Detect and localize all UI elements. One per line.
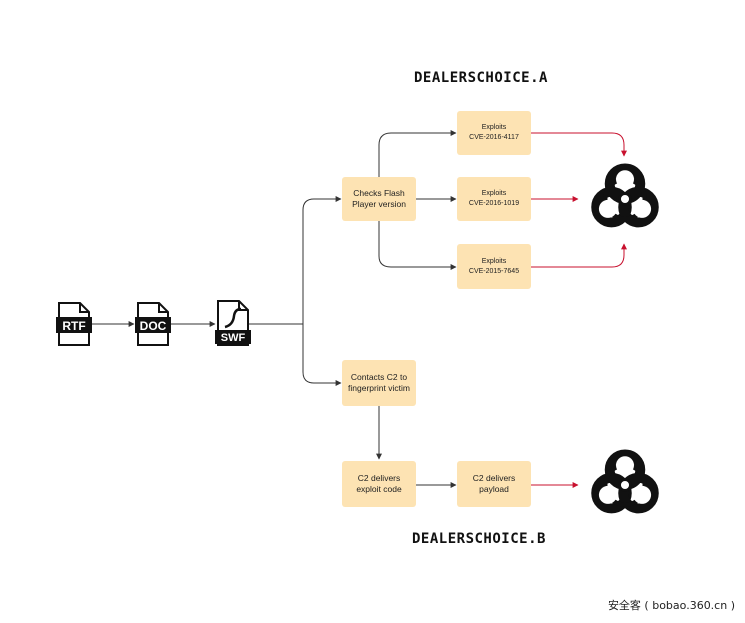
checks-flash-box: Checks Flash Player version — [342, 177, 416, 221]
rtf-label: RTF — [62, 319, 85, 333]
rtf-file-icon: RTF — [56, 302, 92, 351]
watermark-text: 安全客 ( bobao.360.cn ) — [607, 599, 735, 612]
c2-exploit-box: C2 delivers exploit code — [342, 461, 416, 507]
arrow-exploit-1-biohazard — [531, 132, 627, 157]
swf-file-icon: SWF — [215, 300, 251, 351]
doc-label: DOC — [140, 319, 167, 333]
title-variant-a: DEALERSCHOICE.A — [414, 70, 548, 86]
arrow-swf-checks — [248, 196, 342, 325]
biohazard-icon — [580, 443, 670, 532]
exploit-box-1: Exploits CVE-2016-4117 — [457, 111, 531, 155]
arrow-checks-exploit-1 — [378, 130, 457, 177]
arrow-exploit-3-biohazard — [531, 243, 627, 268]
exploit-box-2: Exploits CVE-2016-1019 — [457, 177, 531, 221]
title-variant-b: DEALERSCHOICE.B — [412, 531, 546, 547]
arrow-checks-exploit-3 — [378, 221, 457, 270]
c2-payload-box: C2 delivers payload — [457, 461, 531, 507]
contacts-c2-box: Contacts C2 to fingerprint victim — [342, 360, 416, 406]
swf-label: SWF — [221, 332, 246, 344]
flash-icon — [224, 307, 242, 329]
biohazard-icon — [580, 157, 670, 246]
doc-file-icon: DOC — [135, 302, 171, 351]
exploit-box-3: Exploits CVE-2015-7645 — [457, 244, 531, 289]
arrow-swf-contacts — [302, 324, 342, 386]
